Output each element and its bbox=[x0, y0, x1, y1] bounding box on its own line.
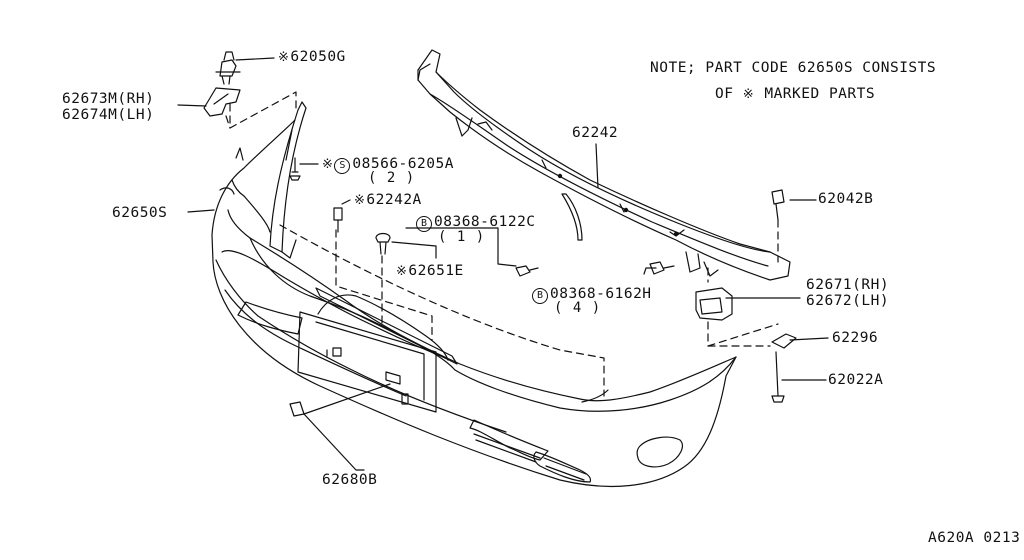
bumper-retainer bbox=[417, 49, 791, 281]
marked-part-symbol: ※ bbox=[396, 264, 408, 279]
marked-part-symbol: ※ bbox=[742, 87, 755, 102]
label-62242A: ※62242A bbox=[354, 192, 422, 208]
marked-part-symbol: ※ bbox=[354, 193, 366, 208]
relation-lines bbox=[225, 91, 779, 397]
label-62672: 62672(LH) bbox=[806, 293, 890, 309]
side-bracket-left bbox=[203, 51, 307, 259]
label-62680B: 62680B bbox=[322, 472, 378, 488]
label-62042B: 62042B bbox=[818, 191, 874, 207]
marked-part-symbol: ※ bbox=[278, 50, 290, 65]
label-62242: 62242 bbox=[572, 125, 619, 141]
parts-note: NOTE; PART CODE 62650S CONSISTS OF ※ MAR… bbox=[650, 55, 990, 108]
qty-08566-6205A: ( 2 ) bbox=[368, 170, 416, 186]
label-62674M: 62674M(LH) bbox=[62, 107, 155, 123]
label-62022A: 62022A bbox=[828, 372, 884, 388]
note-line-1: NOTE; PART CODE 62650S CONSISTS bbox=[650, 60, 937, 76]
bolt-prefix-icon: B bbox=[416, 216, 432, 232]
qty-08368-6122C: ( 1 ) bbox=[438, 229, 486, 245]
bumper-cover bbox=[211, 119, 737, 488]
label-62671: 62671(RH) bbox=[806, 277, 890, 293]
label-62651E: ※62651E bbox=[396, 263, 464, 279]
qty-08368-6162H: ( 4 ) bbox=[554, 300, 602, 316]
bolt-prefix-icon: B bbox=[532, 288, 548, 304]
diagram-code: A620A 0213 bbox=[928, 530, 1021, 546]
marked-part-symbol: ※ bbox=[322, 157, 334, 172]
label-62050G: ※62050G bbox=[278, 49, 346, 65]
leader-lines bbox=[177, 57, 829, 471]
note-line-2: OF ※ MARKED PARTS bbox=[715, 86, 876, 102]
label-62650S: 62650S bbox=[112, 205, 168, 221]
screw-prefix-icon: S bbox=[334, 158, 351, 174]
fasteners bbox=[289, 157, 797, 417]
label-62296: 62296 bbox=[832, 330, 879, 346]
label-62673M: 62673M(RH) bbox=[62, 91, 155, 107]
